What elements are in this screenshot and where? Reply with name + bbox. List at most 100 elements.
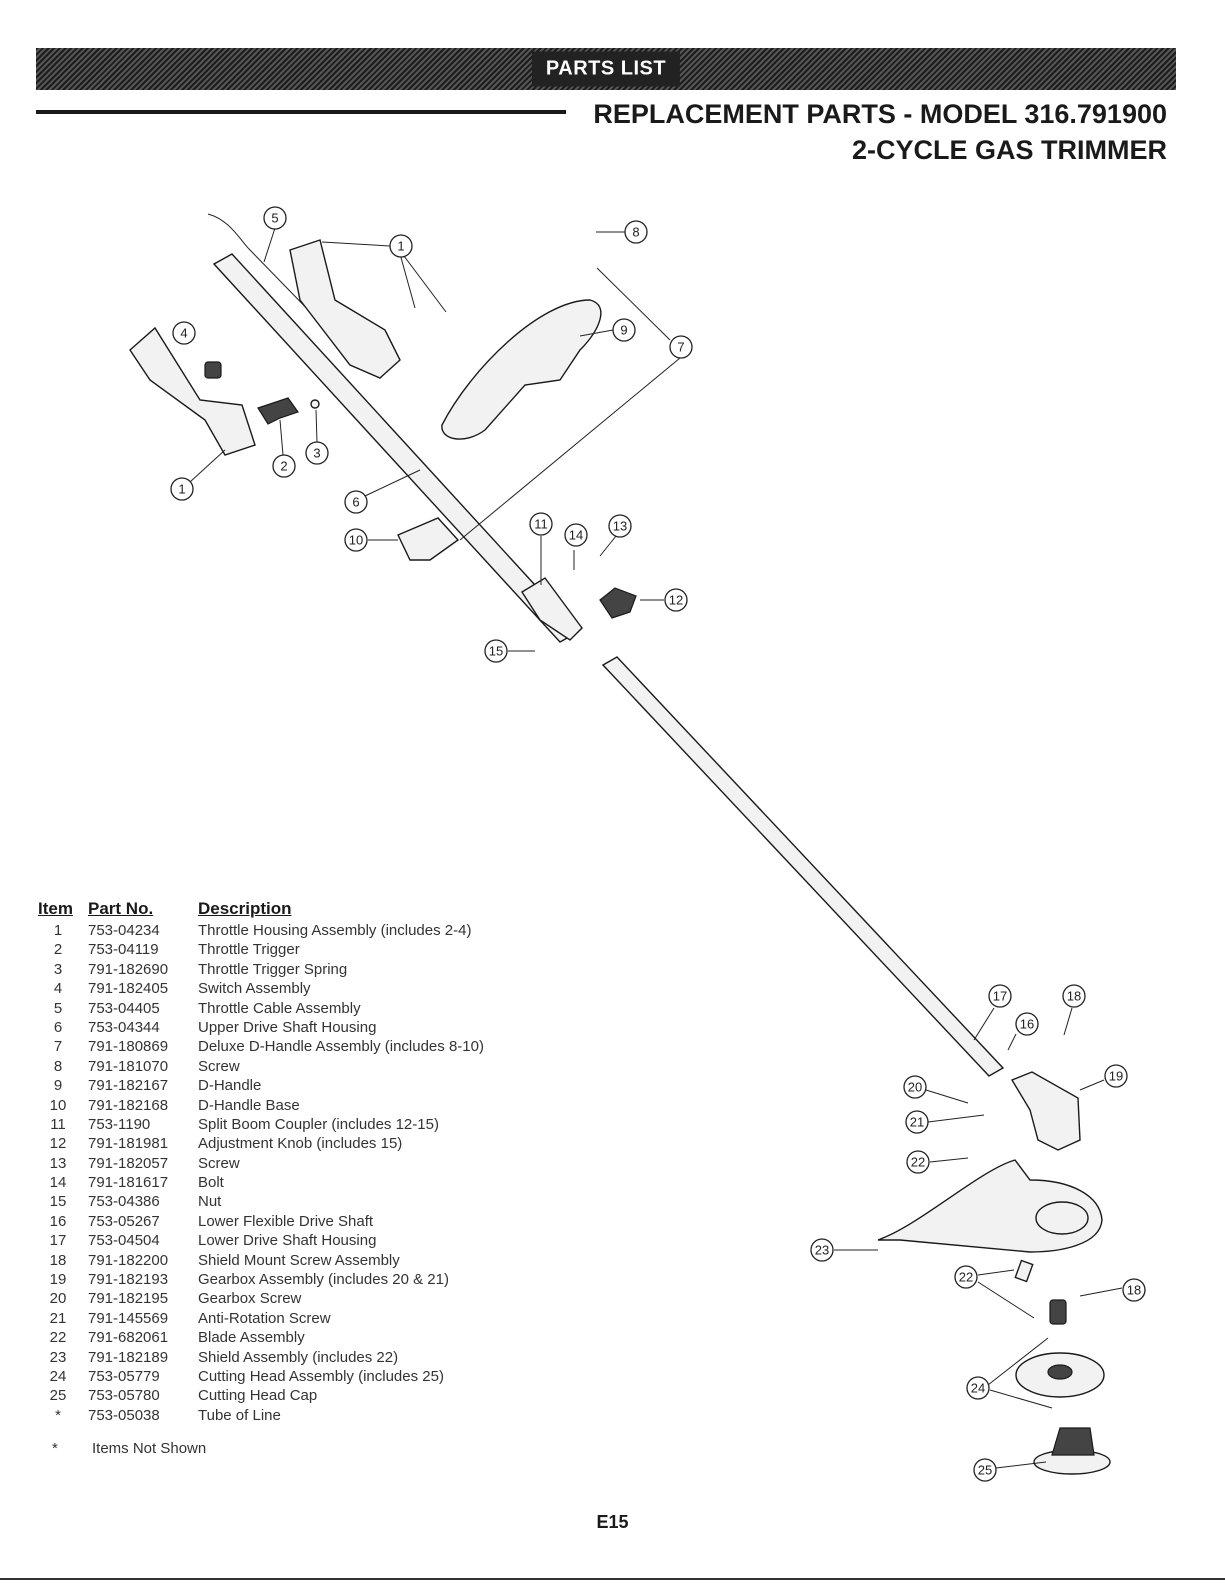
table-row: * 753-05038 Tube of Line [38, 1406, 528, 1425]
table-cell-part-no: 791-180869 [88, 1038, 169, 1056]
svg-text:4: 4 [180, 326, 187, 341]
svg-text:8: 8 [632, 225, 639, 240]
table-cell-item: 25 [49, 1387, 67, 1405]
table-cell-item: 13 [49, 1154, 67, 1172]
throttle-cable-part [207, 213, 321, 323]
svg-text:16: 16 [1020, 1017, 1034, 1032]
svg-text:1: 1 [397, 239, 404, 254]
table-cell-description: D-Handle [198, 1077, 262, 1095]
callout-8: 8 [624, 220, 648, 244]
table-cell-description: Screw [198, 1057, 240, 1075]
bottom-rule [0, 1578, 1225, 1580]
svg-text:11: 11 [534, 517, 548, 532]
header-item: Item [38, 899, 73, 918]
table-cell-part-no: 753-04386 [88, 1193, 160, 1211]
parts-table-header: Item Part No. Description [38, 899, 528, 919]
table-cell-part-no: 753-04119 [88, 941, 159, 959]
table-cell-item: 17 [49, 1232, 67, 1250]
svg-text:23: 23 [815, 1243, 829, 1258]
callout-14: 14 [564, 523, 588, 547]
table-cell-part-no: 791-182405 [88, 980, 169, 998]
table-cell-description: Bolt [198, 1174, 224, 1192]
table-cell-part-no: 753-05779 [88, 1367, 160, 1385]
title-line-1: REPLACEMENT PARTS - MODEL 316.791900 [593, 99, 1167, 129]
svg-text:21: 21 [910, 1115, 924, 1130]
table-cell-item: 16 [49, 1212, 67, 1230]
footnote-mark: * [52, 1440, 58, 1457]
table-cell-item: 9 [53, 1077, 63, 1095]
table-cell-item: 6 [53, 1018, 63, 1036]
svg-text:18: 18 [1127, 1283, 1141, 1298]
table-cell-description: Throttle Housing Assembly (includes 2-4) [198, 922, 472, 939]
callout-17: 17 [988, 984, 1012, 1008]
table-cell-description: Anti-Rotation Screw [198, 1309, 331, 1327]
svg-text:9: 9 [620, 323, 627, 338]
table-cell-part-no: 753-1190 [88, 1115, 151, 1133]
table-cell-part-no: 791-181617 [88, 1174, 169, 1192]
svg-text:13: 13 [613, 519, 627, 534]
callout-6: 6 [344, 490, 368, 514]
table-cell-item: 23 [49, 1348, 67, 1366]
callout-23: 23 [810, 1238, 834, 1262]
throttle-housing-right-part [289, 239, 401, 379]
svg-text:1: 1 [178, 482, 185, 497]
svg-text:15: 15 [489, 644, 503, 659]
table-cell-part-no: 791-182167 [88, 1077, 169, 1095]
table-cell-part-no: 753-05038 [88, 1406, 160, 1424]
header-banner: PARTS LIST [36, 48, 1176, 90]
table-cell-part-no: 753-04504 [88, 1232, 160, 1250]
svg-text:3: 3 [313, 446, 320, 461]
table-cell-item: 21 [49, 1309, 67, 1327]
table-cell-part-no: 791-182189 [88, 1348, 169, 1366]
table-cell-description: Switch Assembly [198, 980, 311, 998]
table-cell-item: 22 [49, 1329, 67, 1347]
table-cell-description: Lower Flexible Drive Shaft [198, 1212, 374, 1230]
callout-13: 13 [608, 514, 632, 538]
table-cell-item: 20 [49, 1290, 67, 1308]
upper-drive-shaft-housing-part [212, 253, 580, 643]
leader-lines [189, 227, 1123, 1469]
callout-22-top: 22 [906, 1150, 930, 1174]
svg-text:12: 12 [669, 593, 683, 608]
table-cell-part-no: 753-04234 [88, 922, 160, 939]
table-cell-item: * [55, 1406, 61, 1424]
table-cell-description: Upper Drive Shaft Housing [198, 1018, 377, 1036]
table-cell-part-no: 753-05780 [88, 1387, 160, 1405]
svg-text:18: 18 [1067, 989, 1081, 1004]
footnote: * Items Not Shown [52, 1440, 206, 1457]
table-cell-item: 15 [49, 1193, 67, 1211]
callout-9: 9 [612, 318, 636, 342]
table-cell-part-no: 753-04405 [88, 999, 160, 1017]
table-cell-part-no: 791-182057 [88, 1154, 169, 1172]
table-cell-description: D-Handle Base [198, 1096, 300, 1114]
callout-10: 10 [344, 528, 368, 552]
table-cell-item: 14 [49, 1174, 67, 1192]
svg-text:20: 20 [908, 1080, 922, 1095]
svg-text:19: 19 [1109, 1069, 1123, 1084]
table-cell-item: 2 [53, 941, 63, 959]
page-number: E15 [596, 1512, 629, 1532]
table-cell-item: 18 [49, 1251, 67, 1269]
table-cell-item: 3 [53, 960, 63, 978]
table-cell-description: Nut [198, 1193, 222, 1211]
table-cell-description: Split Boom Coupler (includes 12-15) [198, 1115, 439, 1133]
table-cell-description: Tube of Line [198, 1406, 281, 1424]
table-cell-description: Throttle Trigger Spring [198, 960, 348, 978]
trigger-spring-part [310, 399, 320, 409]
table-cell-item: 24 [49, 1367, 67, 1385]
footnote-text: Items Not Shown [92, 1440, 207, 1457]
d-handle-base-part [397, 517, 460, 561]
